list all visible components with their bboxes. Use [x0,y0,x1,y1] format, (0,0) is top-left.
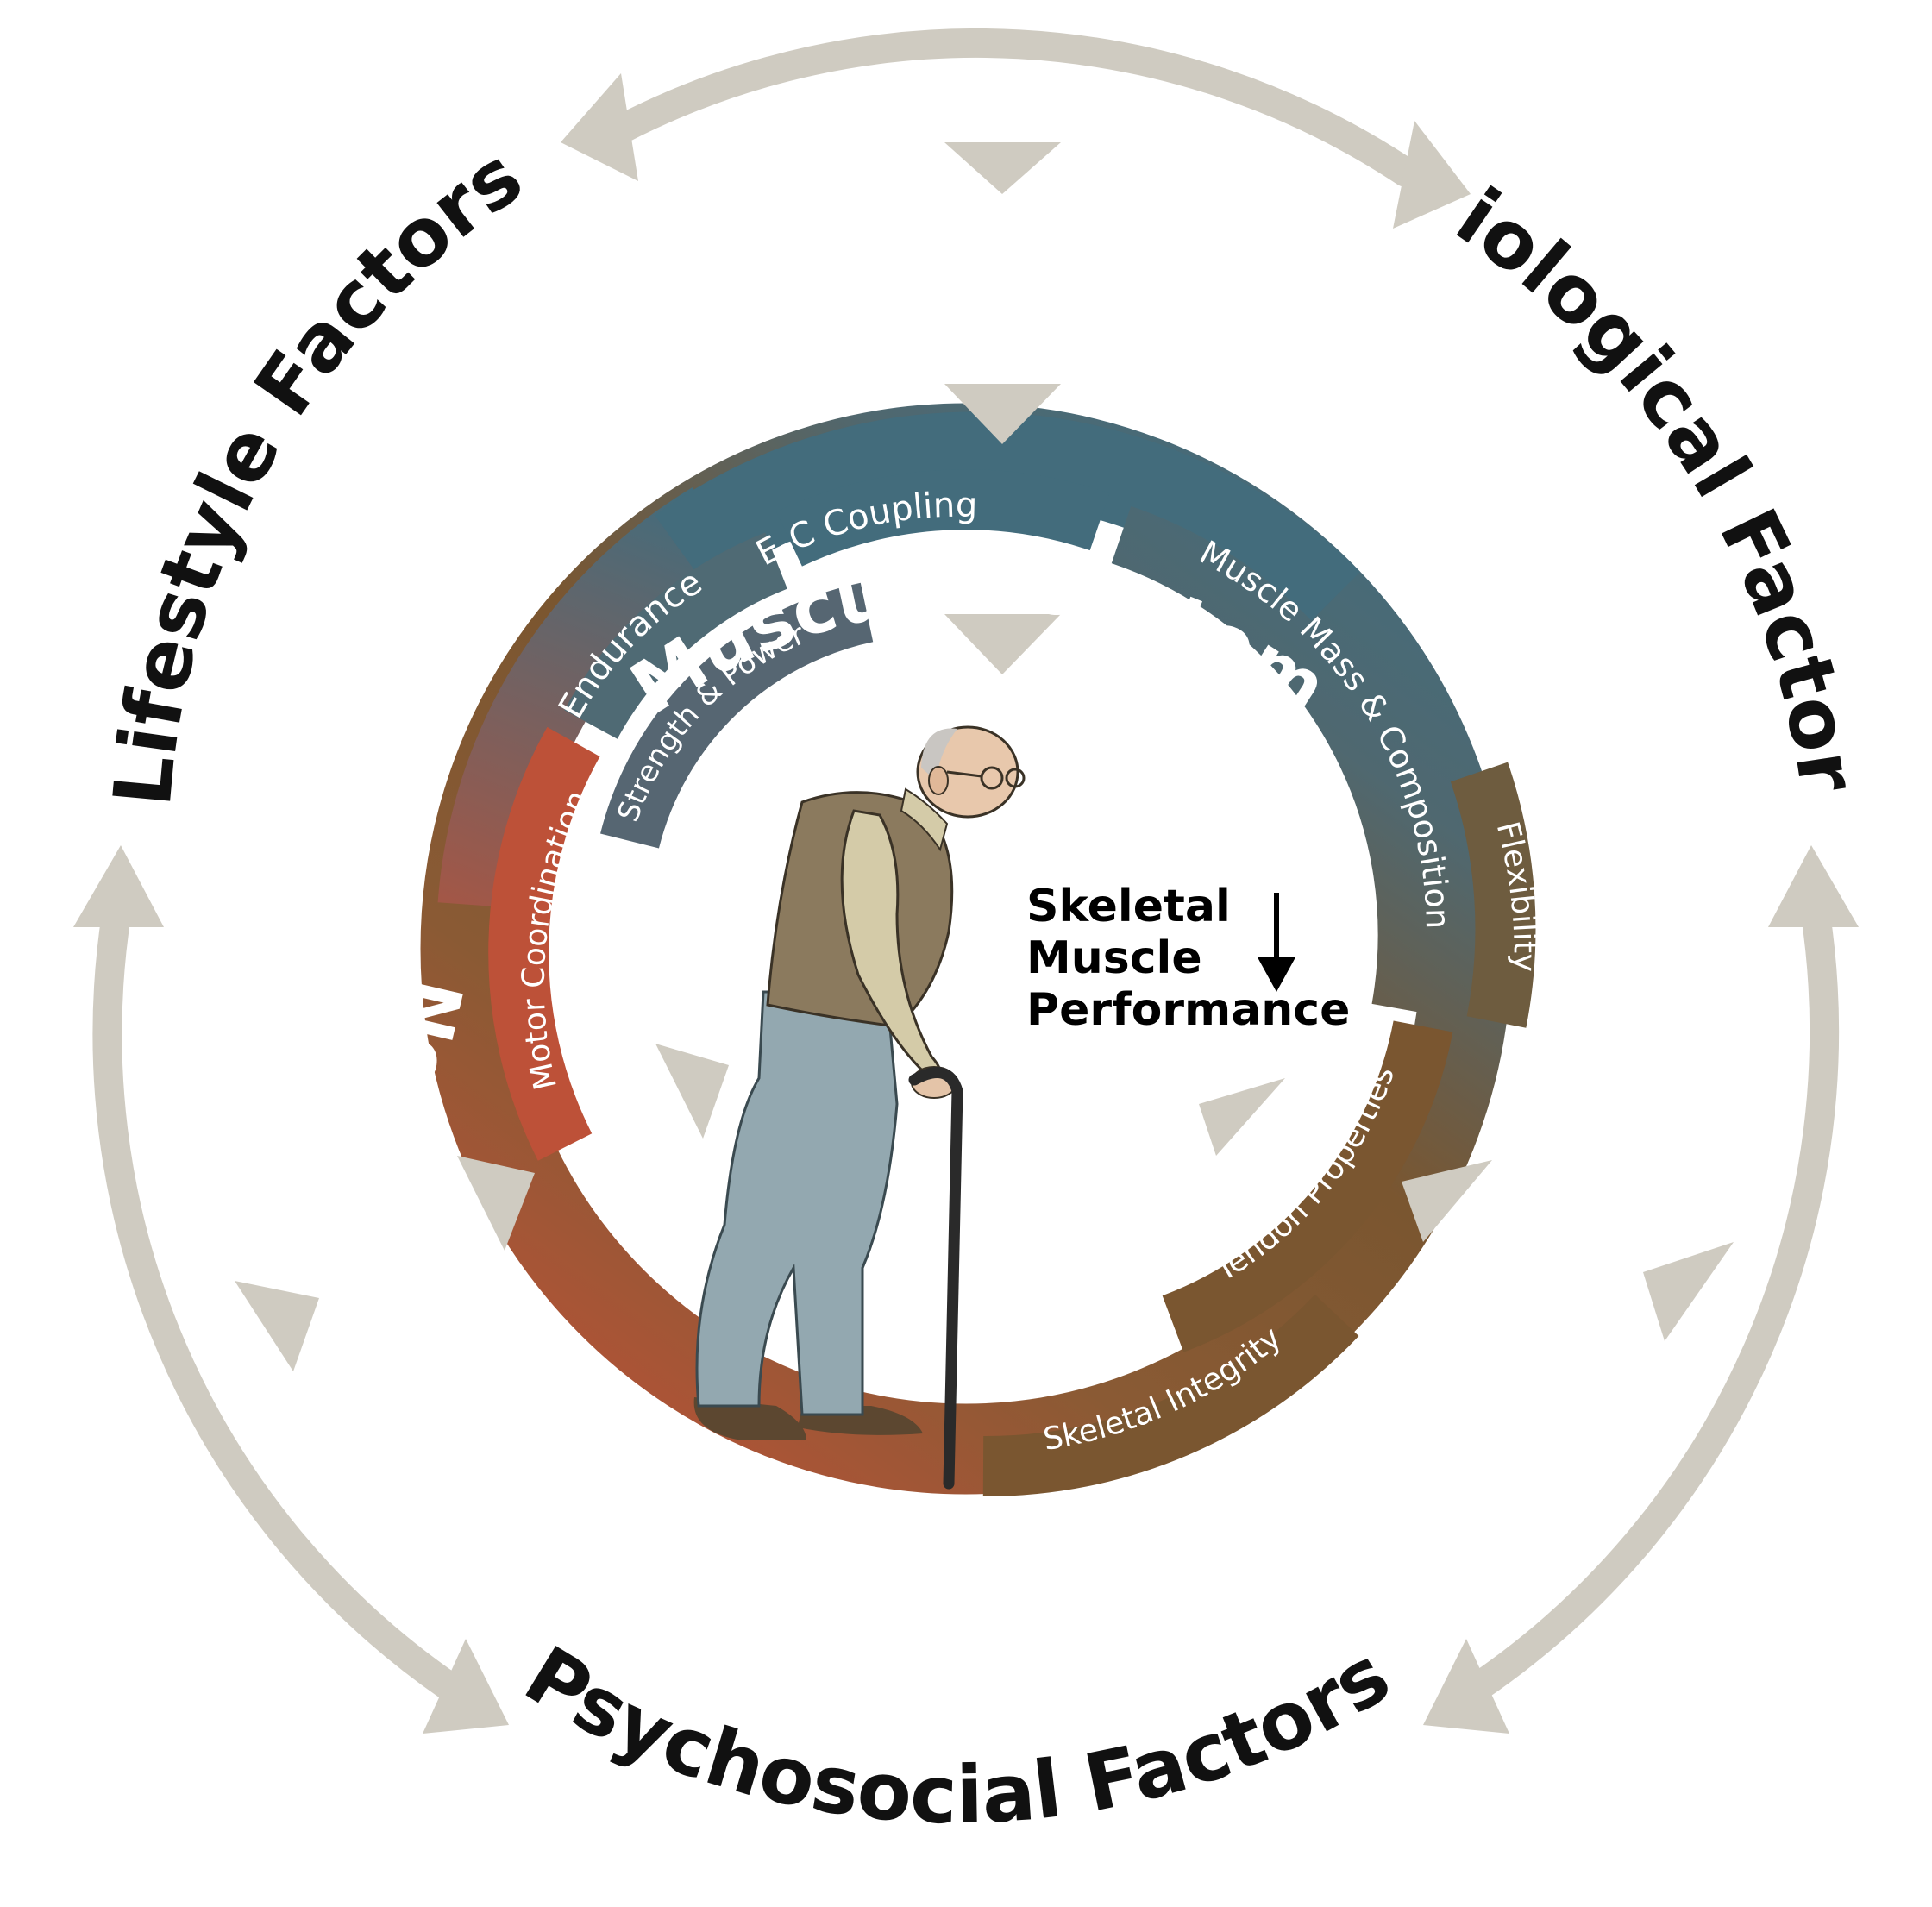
triangle-left-upper [656,1044,729,1139]
arrowhead-left-bottom [423,1639,509,1734]
component-segments [488,469,1536,1497]
triangle-top-mid [944,384,1061,444]
triangle-right-outer [1643,1242,1734,1341]
segment-endurance [564,532,788,740]
segment-ec-coupling [776,469,1110,567]
segment-tendon [1162,1020,1453,1352]
elderly-man-illustration [693,725,1026,1490]
segment-muscle-mass [1111,505,1439,1015]
top-cycle-arrow [606,28,1421,187]
segment-strength-power [600,582,874,849]
triangle-top-inner [944,614,1061,674]
glasses [946,766,1026,790]
triangle-right-upper [1199,1078,1285,1156]
center-line-3: Performance [1026,984,1350,1036]
arrowhead-left-top [73,845,164,927]
right-cycle-arrow [1465,900,1840,1701]
center-line-1: Skeletal [1026,881,1231,932]
arrowhead-top-right [1393,121,1471,229]
arrowhead-right-top [1768,845,1859,927]
influence-triangles [235,142,1734,1371]
lifestyle-factors-label: Lifestyle Factors [97,129,539,809]
segment-motor-coordination [488,726,600,1161]
center-line-2: Muscle [1026,932,1202,984]
triangle-left-outer [235,1281,319,1371]
cane [908,1067,963,1490]
psychosocial-factors-label: Psychosocial Factors [510,1628,1406,1841]
down-arrow-icon [1258,893,1295,992]
arrowhead-top-left [561,73,638,181]
trousers [695,990,899,1416]
collar [900,787,949,852]
segment-flexibility [1450,762,1536,1028]
hair [921,728,957,781]
segment-skeletal-integrity [982,1294,1359,1497]
triangle-right-mid [1402,1160,1492,1242]
systems-ring-left-blend [437,487,740,910]
arrowhead-right-bottom [1423,1639,1509,1734]
outer-cycle-arrows [92,28,1840,1701]
ear [928,766,949,795]
left-cycle-arrow [92,900,463,1701]
outer-arrowheads [73,73,1859,1734]
triangle-top-outer [944,142,1061,194]
systems-ring-top [655,411,1361,637]
triangle-left-mid [457,1156,535,1251]
center-label: Skeletal Muscle Performance [1026,881,1350,1036]
left-shoe [693,1397,806,1440]
